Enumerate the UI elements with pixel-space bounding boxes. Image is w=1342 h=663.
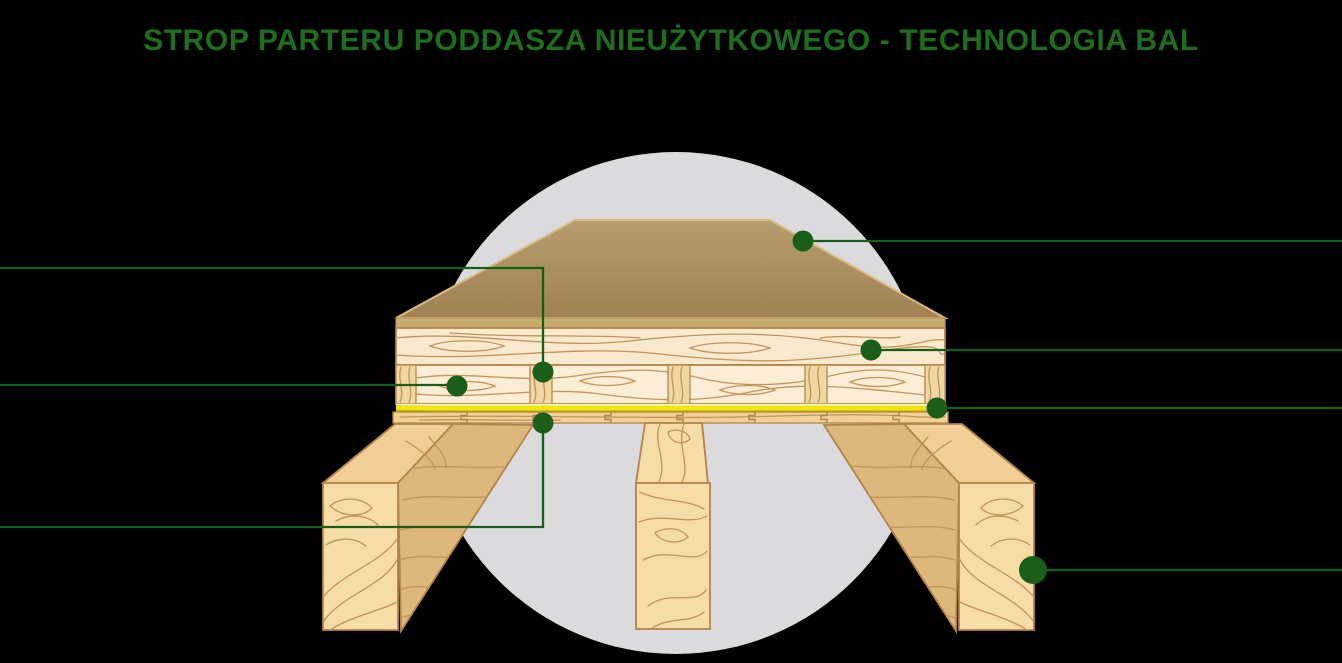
plank-layer [395,327,946,366]
beam-middle [634,422,711,630]
beam-right [822,423,1037,634]
batten-blocks [395,364,946,405]
callout-left-3-dot [532,412,554,434]
callout-right-2-dot [860,339,882,361]
callout-left-1-dot [532,361,554,383]
diagram-title: STROP PARTERU PODDASZA NIEUŻYTKOWEGO - T… [143,24,1199,57]
callout-left-3-line [0,423,545,529]
plank-layer-grain [396,332,945,362]
callouts [0,230,1342,584]
callout-right-1-dot [792,230,814,252]
tongue-groove-joints [460,412,900,423]
vapour-membrane [396,404,945,412]
ceiling-boards [392,411,949,424]
callout-left-2-dot [446,375,468,397]
callout-left-1-line [0,266,545,372]
callout-right-4-dot [1019,556,1047,584]
callout-right-3-dot [926,397,948,419]
batten-layer [395,364,946,405]
